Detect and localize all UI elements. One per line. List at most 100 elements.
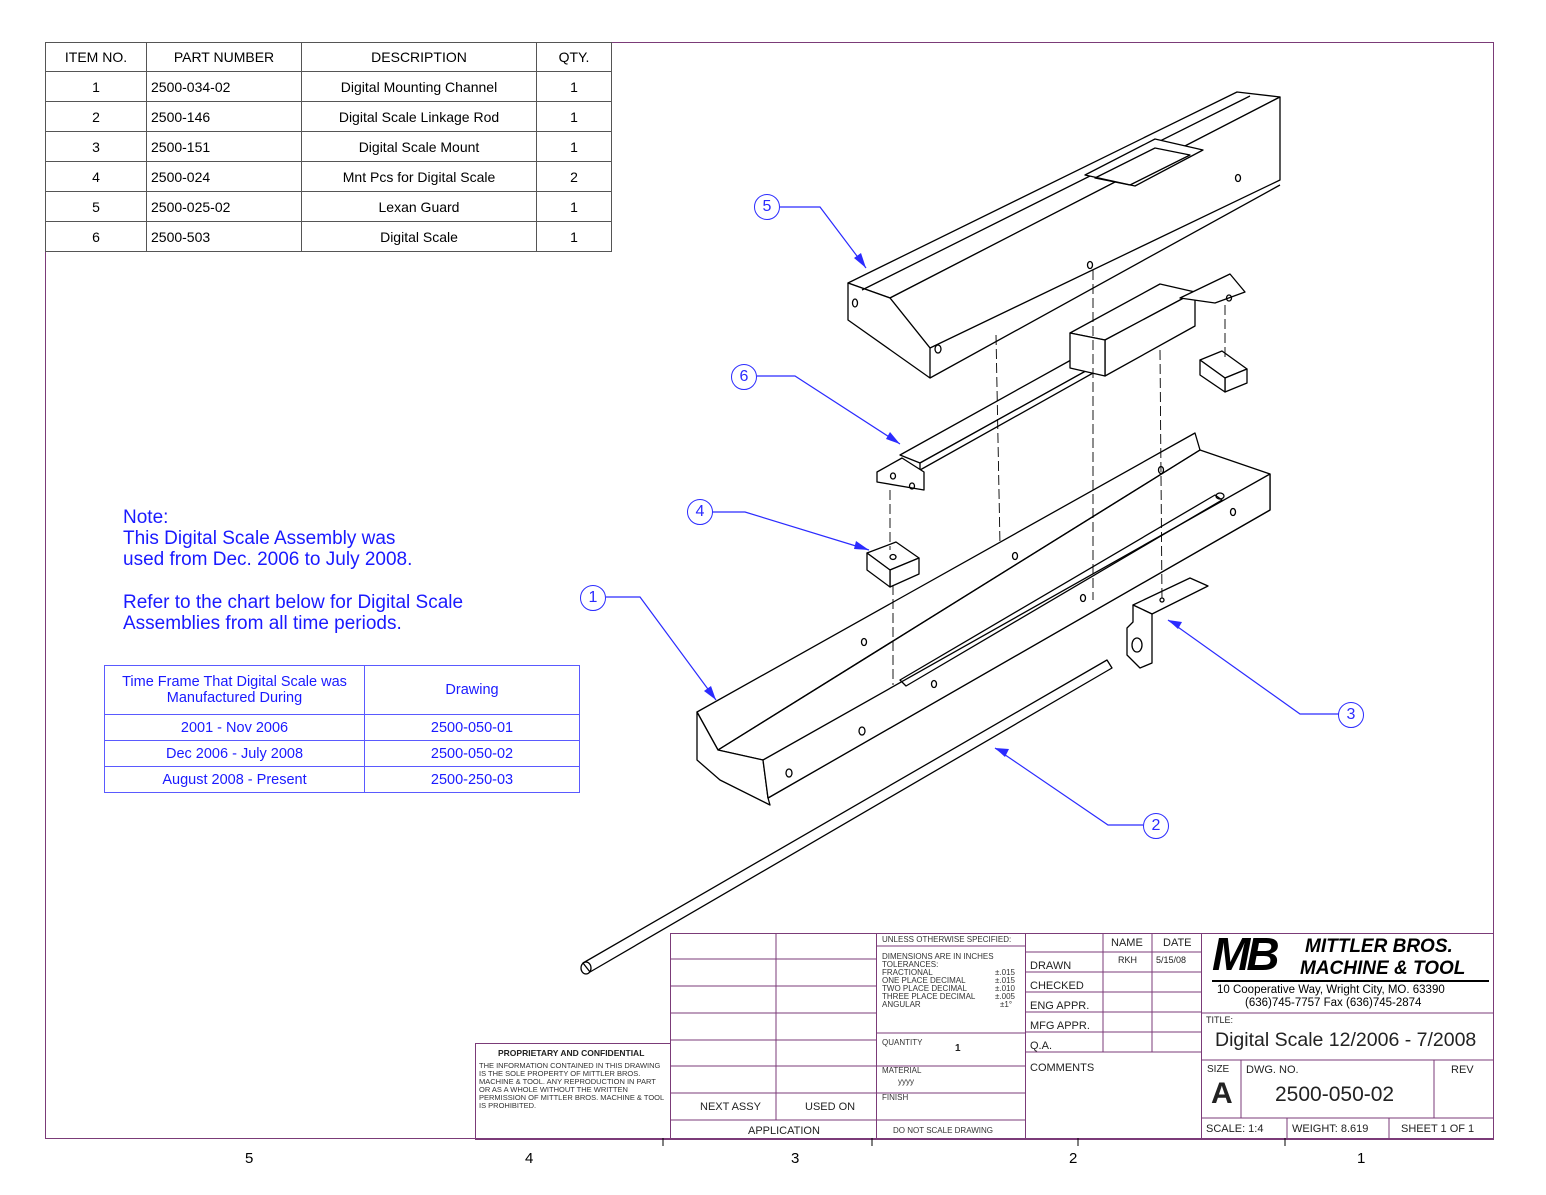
tolerances-label: TOLERANCES: <box>882 960 939 969</box>
company-underline <box>1212 980 1489 982</box>
balloon-1: 1 <box>580 585 606 611</box>
bom-cell: Lexan Guard <box>301 191 537 222</box>
quantity-label: QUANTITY <box>882 1038 923 1047</box>
tf-cell: August 2008 - Present <box>104 766 365 793</box>
bom-cell: Mnt Pcs for Digital Scale <box>301 161 537 192</box>
note-line: Note: <box>123 507 169 528</box>
zone-label: 3 <box>791 1150 800 1167</box>
unless-label: UNLESS OTHERWISE SPECIFIED: <box>882 935 1012 944</box>
note-line: This Digital Scale Assembly was <box>123 528 396 549</box>
leader-arrowheads <box>704 253 1182 757</box>
bom-cell: Digital Scale Linkage Rod <box>301 101 537 132</box>
balloon-2: 2 <box>1143 813 1169 839</box>
bom-cell: 2500-025-02 <box>146 191 302 222</box>
sheet-label: SHEET 1 OF 1 <box>1401 1123 1475 1135</box>
qa-label: Q.A. <box>1030 1040 1053 1052</box>
bom-cell: 2 <box>536 161 612 192</box>
application-grid-lines <box>670 933 877 1121</box>
bom-cell: 1 <box>536 191 612 222</box>
note-line: Assemblies from all time periods. <box>123 613 402 634</box>
one-place-label: ONE PLACE DECIMAL <box>882 976 966 985</box>
name-header: NAME <box>1111 937 1143 949</box>
tolerance-lines <box>876 945 1026 1121</box>
bom-cell: 1 <box>536 131 612 162</box>
dwg-no-value: 2500-050-02 <box>1275 1083 1395 1106</box>
zone-label: 5 <box>245 1150 254 1167</box>
material-value: yyyy <box>898 1077 914 1086</box>
proprietary-box: PROPRIETARY AND CONFIDENTIAL THE INFORMA… <box>475 1043 671 1140</box>
digital-scale-part <box>876 273 1246 491</box>
drawn-date: 5/15/08 <box>1156 955 1187 965</box>
mfg-appr-label: MFG APPR. <box>1030 1020 1090 1032</box>
scale-label: SCALE: 1:4 <box>1206 1123 1264 1135</box>
tf-header-drawing: Drawing <box>364 665 580 715</box>
weight-label: WEIGHT: 8.619 <box>1292 1123 1369 1135</box>
tf-header-row: Time Frame That Digital Scale was Manufa… <box>104 665 580 715</box>
frac-value: ±.015 <box>995 968 1015 977</box>
assembly-note: Note: This Digital Scale Assembly was us… <box>123 507 463 634</box>
company-name-1: MITTLER BROS. <box>1305 936 1453 957</box>
two-place-value: ±.010 <box>995 984 1015 993</box>
company-logo: MB <box>1212 928 1280 980</box>
used-on-label: USED ON <box>805 1101 856 1113</box>
drawn-label: DRAWN <box>1030 960 1072 972</box>
tf-cell: 2500-050-02 <box>364 740 580 767</box>
zone-label: 1 <box>1357 1150 1366 1167</box>
balloon-3: 3 <box>1338 702 1364 728</box>
tf-header-timeframe: Time Frame That Digital Scale was Manufa… <box>104 665 365 715</box>
finish-label: FINISH <box>882 1093 909 1102</box>
tf-cell: 2500-250-03 <box>364 766 580 793</box>
company-title-lines <box>1201 1012 1494 1140</box>
linkage-rod-part <box>580 659 1113 975</box>
one-place-value: ±.015 <box>995 976 1015 985</box>
bom-cell: Digital Scale <box>301 221 537 252</box>
timeframe-table: Time Frame That Digital Scale was Manufa… <box>104 665 580 793</box>
balloon-5: 5 <box>754 194 780 220</box>
bom-cell: Digital Scale Mount <box>301 131 537 162</box>
zone-ticks <box>662 1138 1286 1146</box>
size-label: SIZE <box>1207 1064 1230 1075</box>
frac-label: FRACTIONAL <box>882 968 933 977</box>
quantity-value: 1 <box>955 1043 961 1054</box>
rev-label: REV <box>1451 1064 1474 1076</box>
three-place-value: ±.005 <box>995 992 1015 1001</box>
title-label: TITLE: <box>1206 1015 1234 1025</box>
comments-label: COMMENTS <box>1030 1062 1095 1074</box>
zone-label: 4 <box>525 1150 534 1167</box>
bom-cell: 3 <box>45 131 147 162</box>
drawing-title: Digital Scale 12/2006 - 7/2008 <box>1215 1029 1477 1051</box>
date-header: DATE <box>1163 937 1192 949</box>
bom-cell: 4 <box>45 161 147 192</box>
material-label: MATERIAL <box>882 1066 922 1075</box>
bom-cell: 1 <box>536 221 612 252</box>
dims-label: DIMENSIONS ARE IN INCHES <box>882 952 994 961</box>
scale-mount-part <box>1126 577 1209 669</box>
application-label: APPLICATION <box>748 1125 820 1137</box>
balloon-6: 6 <box>731 364 757 390</box>
balloon-4: 4 <box>687 499 713 525</box>
company-phone: (636)745-7757 Fax (636)745-2874 <box>1245 997 1422 1009</box>
angular-value: ±1° <box>1000 1000 1013 1009</box>
eng-appr-label: ENG APPR. <box>1030 1000 1090 1012</box>
approvals-lines <box>1025 933 1202 1053</box>
do-not-scale-label: DO NOT SCALE DRAWING <box>893 1126 994 1135</box>
three-place-label: THREE PLACE DECIMAL <box>882 992 976 1001</box>
balloon-leaders <box>606 206 1339 826</box>
drawing-border <box>45 42 1494 1139</box>
mounting-channel-part <box>696 432 1271 806</box>
bom-cell: Digital Mounting Channel <box>301 71 537 102</box>
note-line: Refer to the chart below for Digital Sca… <box>123 592 464 613</box>
checked-label: CHECKED <box>1030 980 1084 992</box>
company-address: 10 Cooperative Way, Wright City, MO. 633… <box>1217 984 1445 996</box>
lexan-guard-part <box>847 91 1281 379</box>
bom-cell: 5 <box>45 191 147 222</box>
